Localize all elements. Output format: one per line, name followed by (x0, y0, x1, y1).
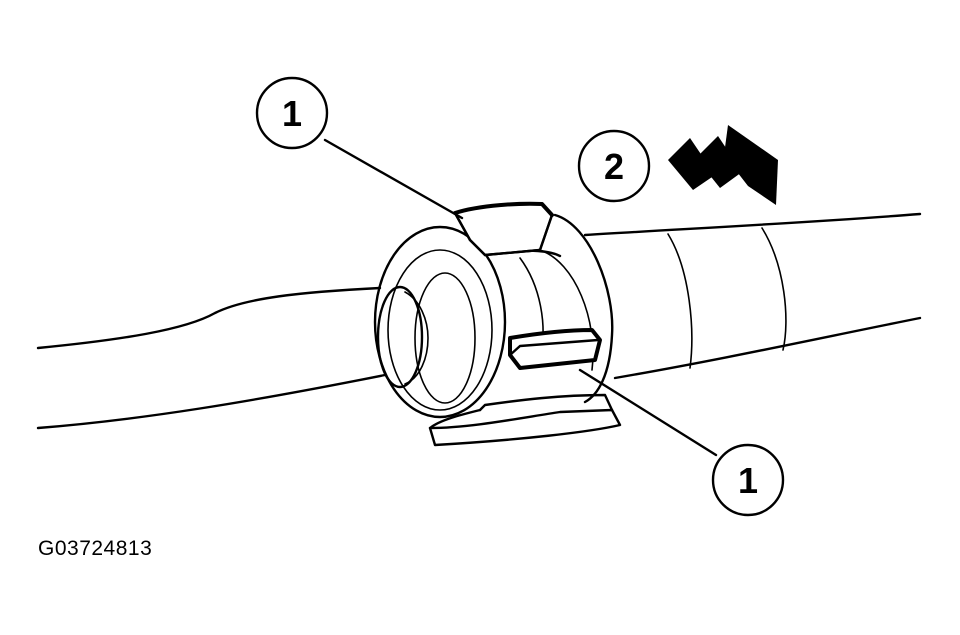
upper-retainer-tab (453, 201, 554, 257)
figure-id-label: G03724813 (38, 537, 153, 560)
lower-retainer-tab (508, 328, 602, 370)
coupling-flange (373, 225, 507, 419)
svg-text:1: 1 (738, 460, 758, 501)
leader-lines (323, 138, 718, 457)
callout-1-lower: 1 (711, 443, 785, 517)
right-hose (583, 212, 922, 380)
callout-2: 2 (577, 129, 651, 203)
svg-text:1: 1 (282, 93, 302, 134)
svg-text:2: 2 (604, 146, 624, 187)
retainer-clip-base (428, 393, 622, 447)
callout-1-upper: 1 (255, 76, 329, 150)
direction-arrow-icon (668, 125, 778, 205)
left-tube (36, 286, 387, 430)
